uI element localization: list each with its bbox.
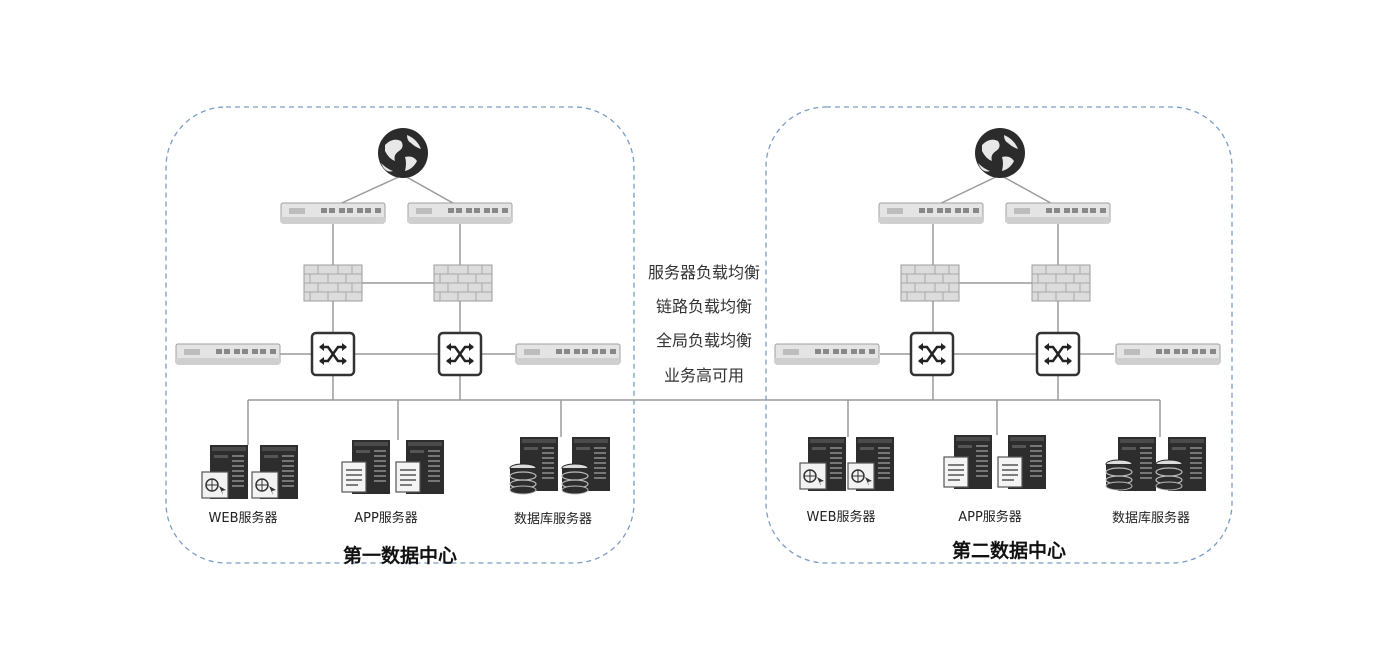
dc2-title: 第二数据中心 bbox=[951, 540, 1067, 562]
database-server-icon bbox=[1105, 437, 1206, 491]
dc2-web-server-label: WEB服务器 bbox=[806, 510, 876, 525]
feature-server-load-balancing: 服务器负载均衡 bbox=[647, 263, 761, 282]
dc1-db-server-label: 数据库服务器 bbox=[513, 512, 593, 527]
router-icon bbox=[1005, 202, 1111, 224]
load-balancer-icon bbox=[774, 343, 880, 365]
datacenter-2 bbox=[765, 106, 1233, 564]
dc2-db-server-label: 数据库服务器 bbox=[1111, 511, 1191, 526]
web-server-icon bbox=[799, 437, 894, 491]
app-server-icon bbox=[943, 435, 1046, 489]
firewall-icon bbox=[303, 264, 363, 302]
firewall-icon bbox=[900, 264, 960, 302]
app-server-icon bbox=[341, 440, 444, 494]
dc1-web-server-label: WEB服务器 bbox=[208, 511, 278, 526]
internet-globe-icon bbox=[378, 128, 428, 178]
feature-global-load-balancing: 全局负载均衡 bbox=[655, 331, 753, 350]
switch-icon bbox=[310, 331, 356, 377]
feature-link-load-balancing: 链路负载均衡 bbox=[655, 297, 753, 316]
load-balancer-icon bbox=[515, 343, 621, 365]
internet-globe-icon bbox=[975, 128, 1025, 178]
router-icon bbox=[407, 202, 513, 224]
router-icon bbox=[878, 202, 984, 224]
database-server-icon bbox=[509, 437, 610, 495]
switch-icon bbox=[437, 331, 483, 377]
router-icon bbox=[280, 202, 386, 224]
datacenter-1 bbox=[165, 106, 848, 564]
firewall-icon bbox=[433, 264, 493, 302]
load-balancer-icon bbox=[1115, 343, 1221, 365]
datacenter-2-boundary bbox=[765, 106, 1233, 564]
feature-high-availability: 业务高可用 bbox=[663, 366, 745, 385]
firewall-icon bbox=[1031, 264, 1091, 302]
dc1-title: 第一数据中心 bbox=[342, 545, 458, 567]
dc2-app-server-label: APP服务器 bbox=[958, 510, 1022, 525]
web-server-icon bbox=[201, 445, 298, 499]
load-balancer-icon bbox=[175, 343, 281, 365]
dc1-app-server-label: APP服务器 bbox=[354, 511, 418, 526]
datacenter-1-boundary bbox=[165, 106, 635, 564]
datacenter-2-links bbox=[847, 174, 1161, 437]
switch-icon bbox=[909, 331, 955, 377]
switch-icon bbox=[1035, 331, 1081, 377]
datacenter-1-links bbox=[247, 174, 848, 445]
